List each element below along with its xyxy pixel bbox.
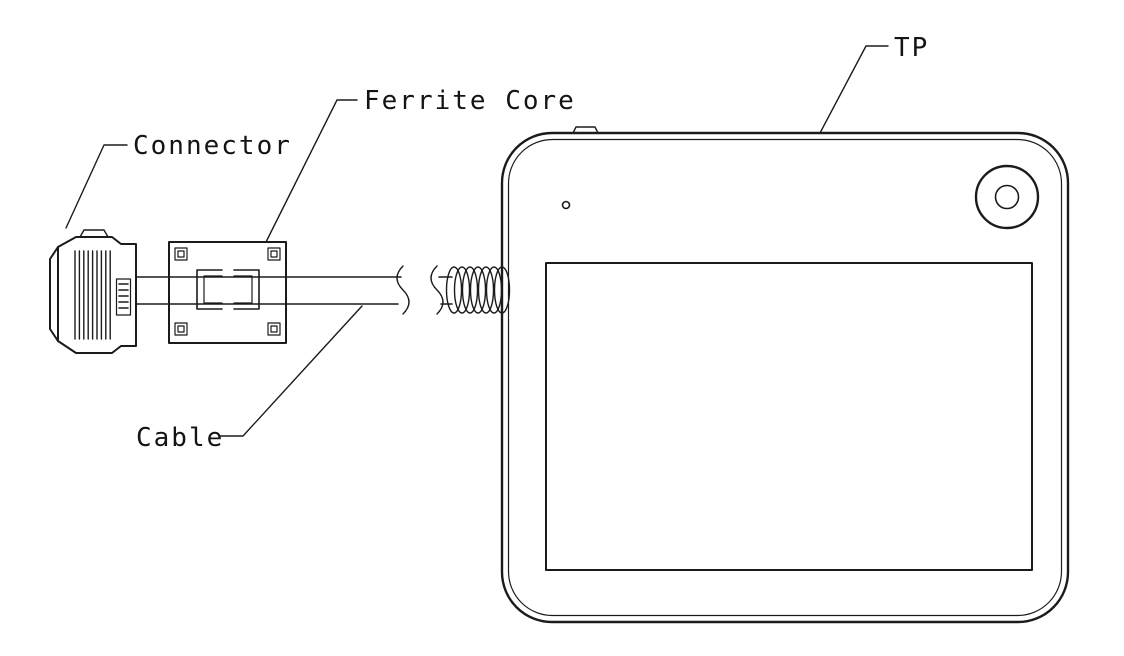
cable xyxy=(135,265,511,315)
cable-coil-strain-relief xyxy=(445,266,511,314)
tp-round-button-inner xyxy=(994,184,1020,210)
connector-grip-ridges xyxy=(74,250,111,340)
corner-tab xyxy=(174,322,188,336)
latch-left-inner xyxy=(203,275,223,304)
touch-panel-device xyxy=(500,126,1070,624)
corner-tab-inner xyxy=(177,325,185,333)
tp-screen xyxy=(545,262,1033,571)
corner-tab xyxy=(267,247,281,261)
coil-loop xyxy=(461,266,479,314)
coil-loop xyxy=(445,266,463,314)
break-squiggle-left xyxy=(396,265,410,315)
connector-marking-box xyxy=(115,278,132,316)
corner-tab xyxy=(267,322,281,336)
latch-right-inner xyxy=(233,275,253,304)
tp-label: TP xyxy=(894,33,929,63)
tp-top-tab xyxy=(572,126,599,134)
connector xyxy=(49,229,137,354)
connector-nose xyxy=(49,246,59,342)
tp-round-button-outer xyxy=(974,164,1040,230)
tp-led-dot xyxy=(561,200,571,210)
ferrite-core-leader-line xyxy=(265,99,358,243)
coil-loop xyxy=(469,266,487,314)
ferrite-core-latch xyxy=(196,269,260,310)
connector-marking-text-strokes xyxy=(118,283,129,309)
connector-marking xyxy=(115,278,132,316)
ferrite-core-label: Ferrite Core xyxy=(364,86,576,116)
tp-leader-line xyxy=(819,45,889,134)
break-squiggle-right xyxy=(430,265,444,315)
leader-lines xyxy=(65,45,889,437)
connector-label: Connector xyxy=(133,131,292,161)
coil-loop xyxy=(493,266,511,314)
coil-loop xyxy=(485,266,503,314)
corner-tab-inner xyxy=(270,250,278,258)
connector-leader-line xyxy=(65,144,128,229)
cable-leader-line xyxy=(218,305,363,437)
ferrite-core-corner-tabs xyxy=(174,247,281,336)
cable-label: Cable xyxy=(136,423,224,453)
coil-loop xyxy=(477,266,495,314)
latch-right-outer xyxy=(233,269,260,310)
connector-body xyxy=(57,236,137,354)
corner-tab xyxy=(174,247,188,261)
tp-outer-housing xyxy=(500,131,1070,624)
connector-top-tab xyxy=(79,229,109,238)
corner-tab-inner xyxy=(270,325,278,333)
tp-inner-edge xyxy=(507,138,1063,617)
ferrite-core xyxy=(168,241,287,344)
latch-left-outer xyxy=(196,269,223,310)
callout-labels: Connector Ferrite Core Cable TP xyxy=(133,33,929,453)
ferrite-core-body xyxy=(168,241,287,344)
cable-break-symbol xyxy=(396,265,444,315)
coil-loop xyxy=(453,266,471,314)
corner-tab-inner xyxy=(177,250,185,258)
